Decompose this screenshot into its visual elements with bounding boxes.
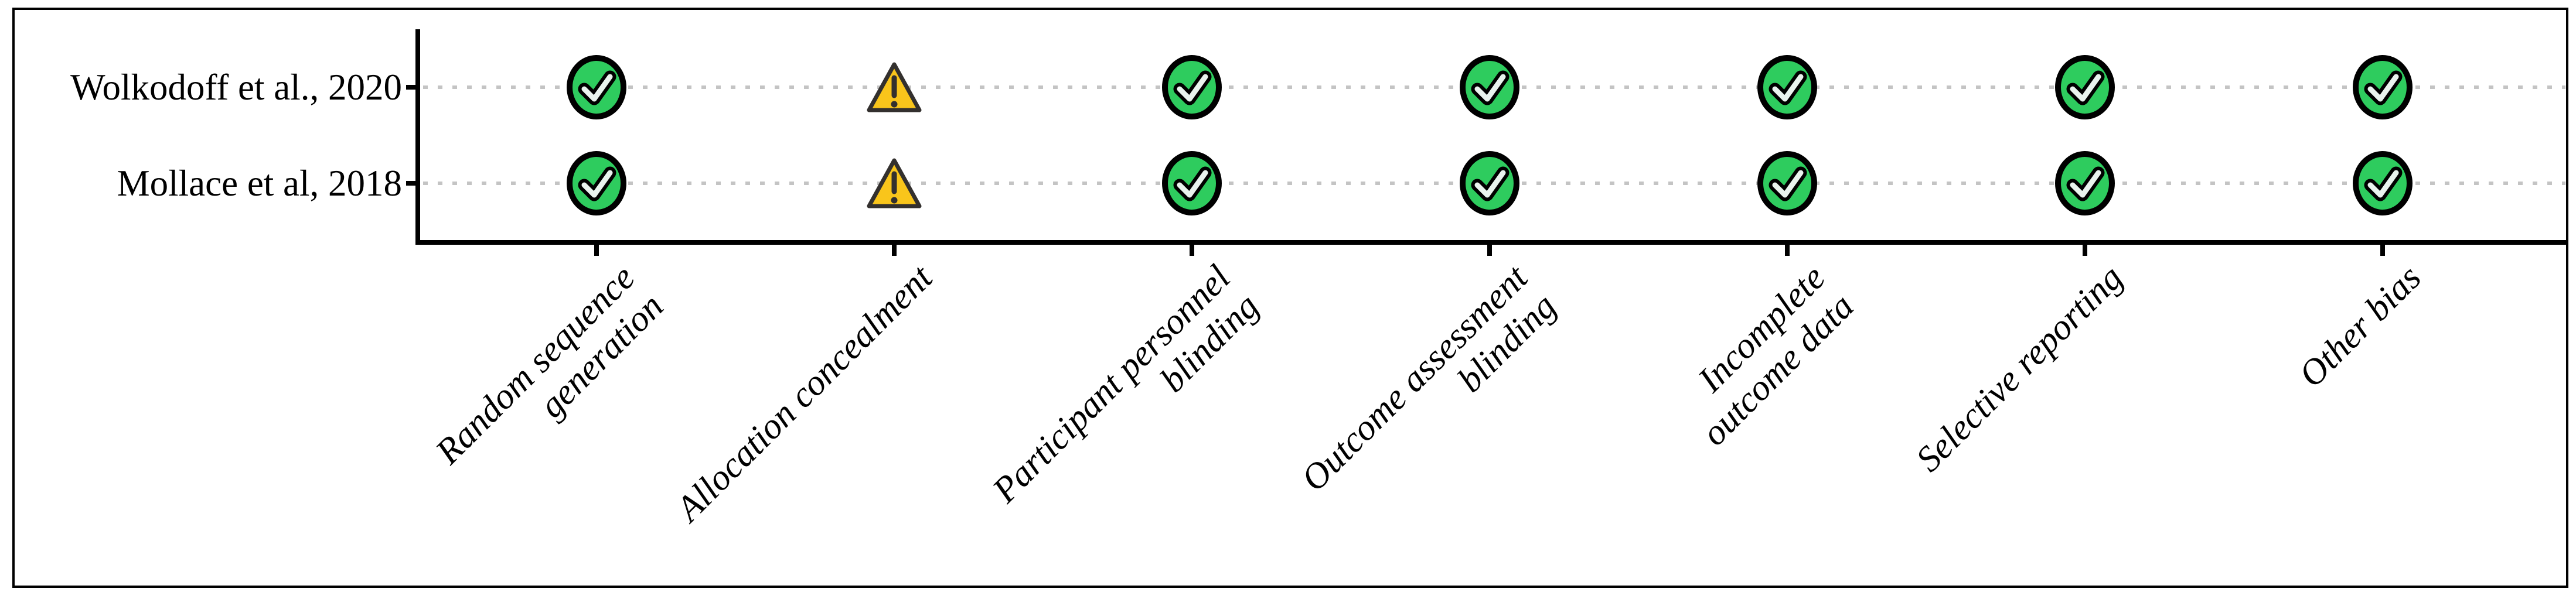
- x-axis-tick: [1785, 245, 1790, 256]
- x-axis-tick: [1190, 245, 1194, 256]
- check-circle-icon: [2352, 150, 2413, 219]
- warning-triangle-icon: [866, 60, 923, 117]
- check-circle-icon: [1757, 150, 1818, 219]
- y-axis-tick: [406, 85, 416, 90]
- check-circle-icon: [2352, 54, 2413, 123]
- check-circle-icon: [1161, 150, 1222, 219]
- check-circle-icon: [2054, 150, 2115, 219]
- study-label: Wolkodoff et al., 2020: [70, 67, 402, 108]
- warning-triangle-icon: [866, 156, 923, 213]
- y-axis: [415, 29, 420, 245]
- study-label: Mollace et al, 2018: [117, 163, 402, 204]
- x-axis-tick: [2380, 245, 2385, 256]
- check-circle-icon: [1757, 54, 1818, 123]
- check-circle-icon: [2054, 54, 2115, 123]
- check-circle-icon: [1459, 54, 1520, 123]
- x-axis-tick: [1487, 245, 1492, 256]
- check-circle-icon: [566, 54, 627, 123]
- x-axis-tick: [2083, 245, 2087, 256]
- figure-border: [12, 8, 2568, 588]
- check-circle-icon: [1161, 54, 1222, 123]
- y-axis-tick: [406, 181, 416, 186]
- check-circle-icon: [1459, 150, 1520, 219]
- x-axis-tick: [594, 245, 599, 256]
- x-axis-tick: [892, 245, 897, 256]
- check-circle-icon: [566, 150, 627, 219]
- x-axis: [415, 240, 2568, 245]
